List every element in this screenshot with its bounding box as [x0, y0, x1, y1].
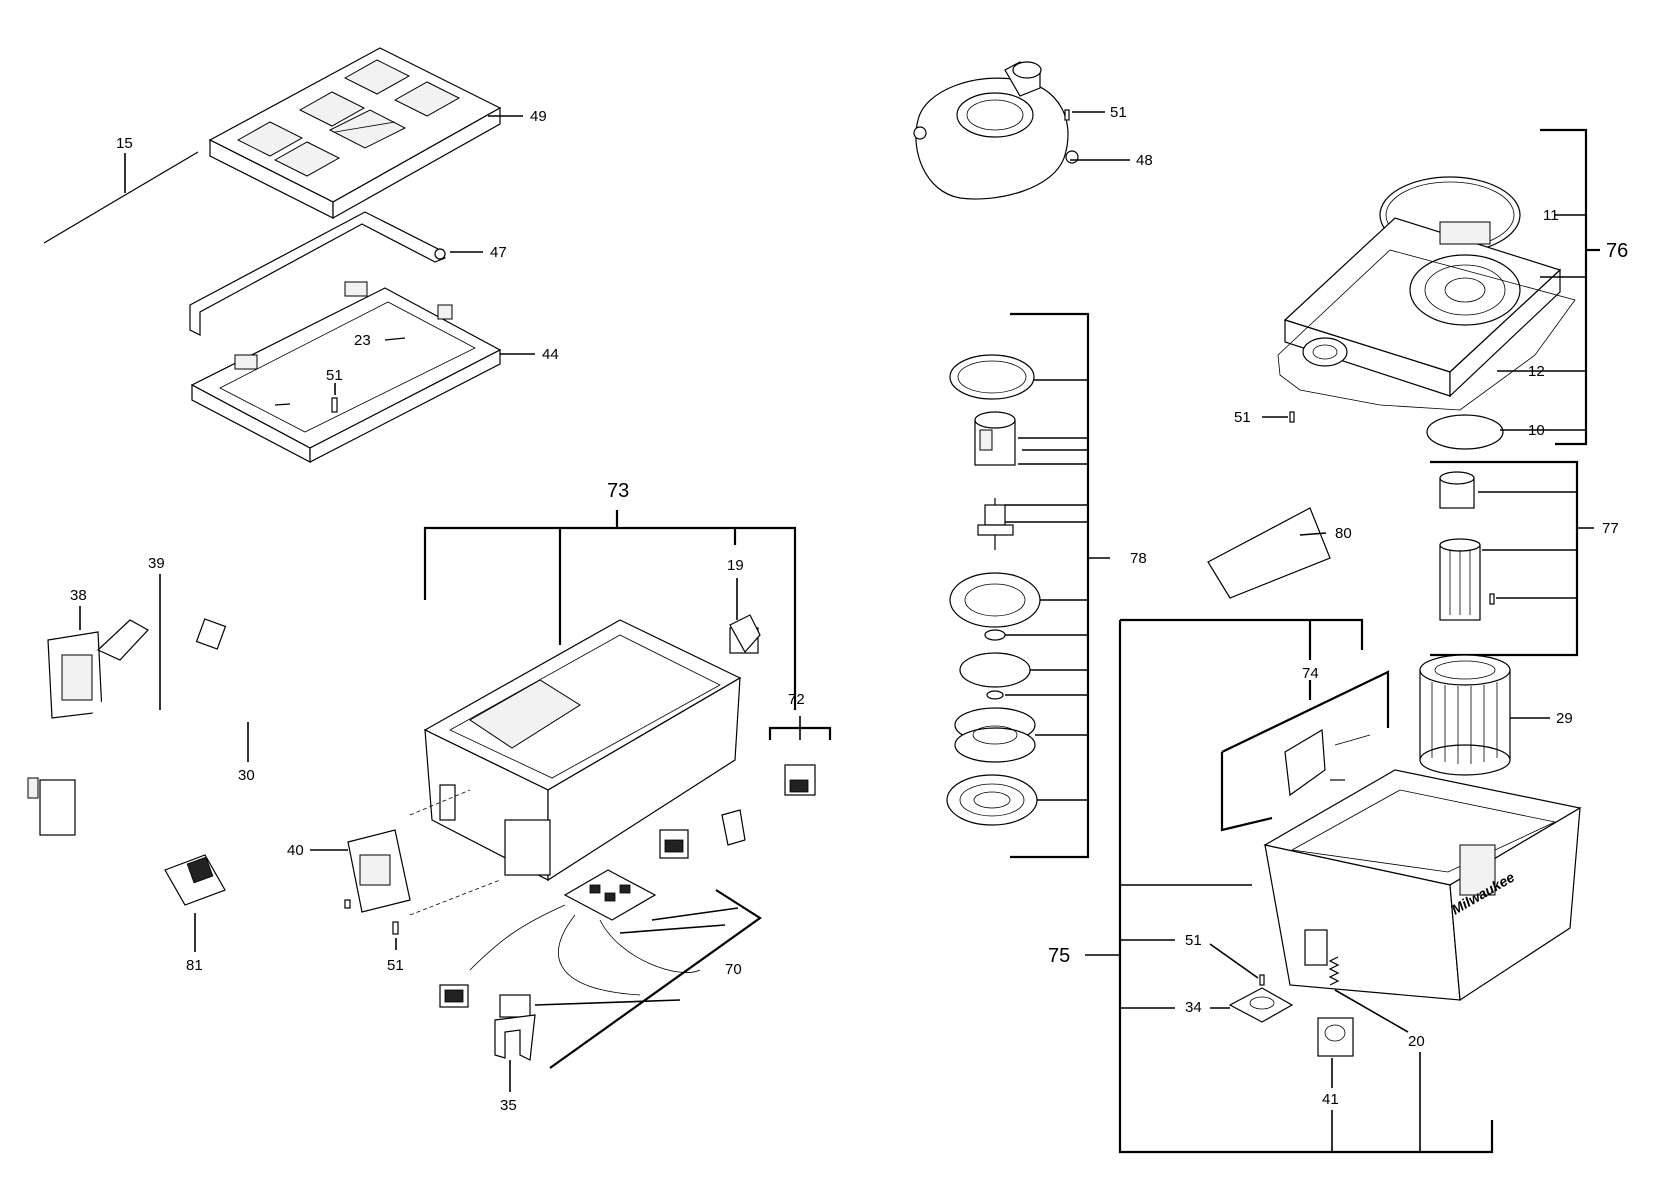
part-29-cartridge-filter	[1419, 654, 1511, 776]
part-75-bin: Milwaukee	[1263, 769, 1582, 1002]
part-51-screw-a	[331, 397, 338, 413]
label-35: 35	[500, 1097, 517, 1114]
part-51-screw-e	[1259, 974, 1265, 986]
part-49-organizer-lid	[208, 47, 502, 220]
part-72-switch-block	[784, 764, 816, 796]
label-29: 29	[1556, 710, 1573, 727]
label-38: 38	[70, 587, 87, 604]
label-10: 10	[1528, 422, 1545, 439]
label-51-c: 51	[1110, 104, 1127, 121]
label-41: 41	[1322, 1091, 1339, 1108]
part-15-rod	[43, 151, 199, 244]
part-30-hose	[27, 601, 299, 836]
part-51-screw-b	[1289, 411, 1295, 423]
part-socket-small	[659, 829, 689, 859]
part-81-filter-bag	[164, 854, 226, 906]
label-47: 47	[490, 244, 507, 261]
part-44-base-frame	[190, 281, 502, 463]
part-80-label-sheet	[1207, 507, 1331, 599]
label-77: 77	[1602, 520, 1619, 537]
part-47-handle	[189, 211, 446, 336]
part-41-valve	[1317, 1017, 1354, 1057]
label-20: 20	[1408, 1033, 1425, 1050]
label-19: 19	[727, 557, 744, 574]
part-34-bracket	[1228, 987, 1294, 1023]
label-51-e: 51	[1185, 932, 1202, 949]
part-74-plate	[1284, 728, 1371, 797]
label-11: 11	[1543, 207, 1559, 224]
label-72: 72	[788, 691, 805, 708]
label-51-d: 51	[387, 957, 404, 974]
part-12-gasket	[1277, 249, 1576, 411]
part-38-floor-nozzle	[47, 619, 149, 719]
label-51-a: 51	[326, 367, 343, 384]
label-40: 40	[287, 842, 304, 859]
label-74: 74	[1302, 665, 1319, 682]
part-40-pcb-mount	[344, 829, 411, 913]
part-51-screw-c	[1064, 109, 1070, 121]
part-70-wiring-harness	[439, 869, 701, 1061]
part-77-filter-cage	[1439, 471, 1495, 621]
label-49: 49	[530, 108, 547, 125]
part-10-o-ring	[1426, 414, 1504, 450]
label-12: 12	[1528, 363, 1545, 380]
part-73-base-housing	[423, 619, 759, 882]
label-15: 15	[116, 135, 133, 152]
label-34: 34	[1185, 999, 1202, 1016]
label-73: 73	[607, 480, 629, 502]
part-19-clip	[729, 614, 761, 654]
label-76: 76	[1606, 240, 1628, 262]
part-51-screw-d	[392, 921, 399, 935]
part-20-spring	[1328, 956, 1340, 986]
part-48-fan-housing	[913, 61, 1079, 200]
label-81: 81	[186, 957, 203, 974]
label-51-b: 51	[1234, 409, 1251, 426]
label-80: 80	[1335, 525, 1352, 542]
part-78-motor-stack	[946, 354, 1041, 826]
part-76-lid-tray	[1283, 217, 1562, 398]
label-30: 30	[238, 767, 255, 784]
label-23: 23	[354, 332, 371, 349]
label-39: 39	[148, 555, 165, 572]
label-44: 44	[542, 346, 559, 363]
part-clip-small	[721, 809, 746, 846]
label-48: 48	[1136, 152, 1153, 169]
label-78: 78	[1130, 550, 1147, 567]
label-75: 75	[1048, 945, 1070, 967]
label-70: 70	[725, 961, 742, 978]
